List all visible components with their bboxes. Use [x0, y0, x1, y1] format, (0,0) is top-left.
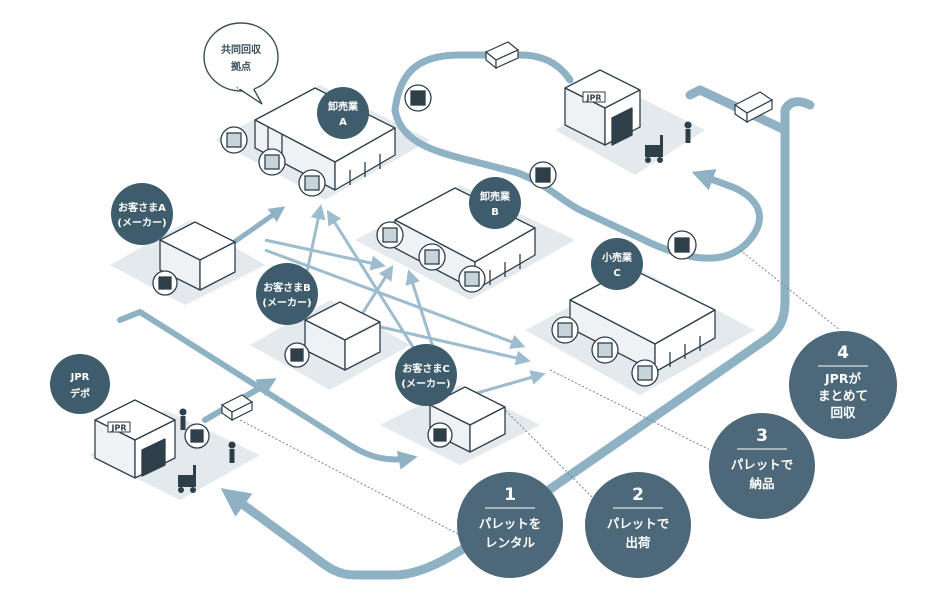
sign-jpr-center: JPR	[586, 94, 602, 103]
factory-customer-a	[159, 221, 236, 291]
label-wholesaler-b-line1: 卸売業	[480, 190, 511, 203]
step-1-line2: レンタル	[485, 535, 536, 550]
pallet-badges	[152, 84, 697, 449]
ship-arrow-8	[469, 370, 546, 397]
forklift-icon	[645, 135, 663, 163]
trucks	[220, 41, 774, 422]
pallet-badge	[284, 342, 310, 368]
buildings	[94, 69, 716, 479]
label-wholesaler-b-line2: B	[491, 207, 499, 218]
pallet-badge	[551, 316, 579, 344]
label-wholesaler-b: 卸売業 B	[469, 177, 521, 229]
truck-depot	[220, 394, 254, 422]
label-customer-b: お客さまB (メーカー)	[256, 263, 318, 325]
person-icon	[684, 121, 692, 143]
label-wholesaler-a-line1: 卸売業	[328, 100, 359, 113]
label-retailer-c: 小売業 C	[591, 238, 643, 290]
step-2-line2: 出荷	[625, 535, 651, 550]
arrow-left-loop	[117, 309, 418, 470]
step-3-line2: 納品	[749, 476, 774, 491]
arrow-customer-a-to-wholesaler-a	[227, 206, 286, 248]
label-retailer-c-line2: C	[613, 268, 620, 279]
step-4-line3: 回収	[830, 405, 856, 420]
step-1-number: 1	[504, 485, 516, 505]
step-4-number: 4	[837, 343, 849, 363]
return-loop-top	[391, 51, 574, 114]
label-customer-b-line2: (メーカー)	[262, 297, 311, 309]
label-jpr-depot: JPR デポ	[50, 354, 110, 414]
label-customer-c-line2: (メーカー)	[401, 378, 450, 390]
pallet-badge	[631, 359, 659, 387]
pallet-badge	[529, 161, 557, 189]
label-wholesaler-a-line2: A	[339, 117, 347, 128]
return-loop-left	[391, 106, 763, 262]
step-2-number: 2	[632, 485, 644, 505]
bubble-line1: 共同回収	[221, 43, 262, 56]
pallet-badge	[220, 126, 248, 154]
step-3: 3 パレットで 納品	[709, 413, 815, 519]
label-customer-b-line1: お客さまB	[263, 281, 311, 294]
pallet-badge	[458, 265, 486, 293]
forklift-icon	[178, 465, 196, 493]
label-customer-a: お客さまA (メーカー)	[111, 183, 173, 245]
pallet-badge	[258, 148, 286, 176]
location-labels: 卸売業 A 卸売業 B 小売業 C お客さまA (メーカー) お客さまB (メー…	[50, 87, 643, 414]
pallet-badge	[591, 336, 619, 364]
factory-customer-b	[304, 301, 381, 371]
pallet-badge	[427, 422, 453, 448]
step-1: 1 パレットを レンタル	[457, 472, 563, 578]
ship-arrow-1	[264, 238, 386, 271]
step-2-line1: パレットで	[607, 516, 670, 531]
label-customer-a-line1: お客さまA	[118, 201, 166, 214]
step-4-line1: JPRが	[824, 371, 861, 386]
person-icon	[228, 441, 236, 463]
step-3-line1: パレットで	[731, 457, 794, 472]
step-1-line1: パレットを	[479, 516, 542, 531]
step-4: 4 JPRが まとめて 回収	[789, 331, 897, 439]
step-4-line2: まとめて	[818, 388, 868, 403]
label-jpr-depot-line2: デポ	[70, 387, 90, 400]
label-customer-c-line1: お客さまC	[402, 362, 449, 375]
pallet-badge	[404, 84, 432, 112]
step-circles: 1 パレットを レンタル 2 パレットで 出荷 3 パレットで 納品 4 JPR…	[457, 331, 897, 578]
pallet-badge	[184, 423, 210, 449]
building-jpr-center	[564, 69, 641, 146]
collection-base-bubble: 共同回収 拠点	[203, 22, 279, 105]
label-customer-c: お客さまC (メーカー)	[395, 344, 457, 406]
label-retailer-c-line1: 小売業	[601, 251, 633, 264]
bubble-line2: 拠点	[231, 60, 251, 73]
step-2: 2 パレットで 出荷	[585, 472, 691, 578]
label-wholesaler-a: 卸売業 A	[317, 87, 369, 139]
pallet-badge	[152, 270, 178, 296]
pallet-badge	[667, 230, 697, 260]
pallet-badge	[418, 243, 446, 271]
forklifts	[178, 121, 692, 493]
pallet-badge	[376, 221, 404, 249]
pallet-badge	[298, 169, 326, 197]
leader-lines	[239, 249, 841, 536]
truck-right	[733, 91, 774, 124]
label-customer-a-line2: (メーカー)	[117, 217, 166, 229]
sign-jpr-depot: JPR	[111, 424, 127, 433]
label-jpr-depot-line1: JPR	[70, 372, 90, 383]
step-3-number: 3	[756, 426, 768, 446]
person-icon	[179, 408, 187, 430]
truck-top	[484, 41, 520, 70]
jpr-signs: JPR JPR	[107, 91, 606, 433]
